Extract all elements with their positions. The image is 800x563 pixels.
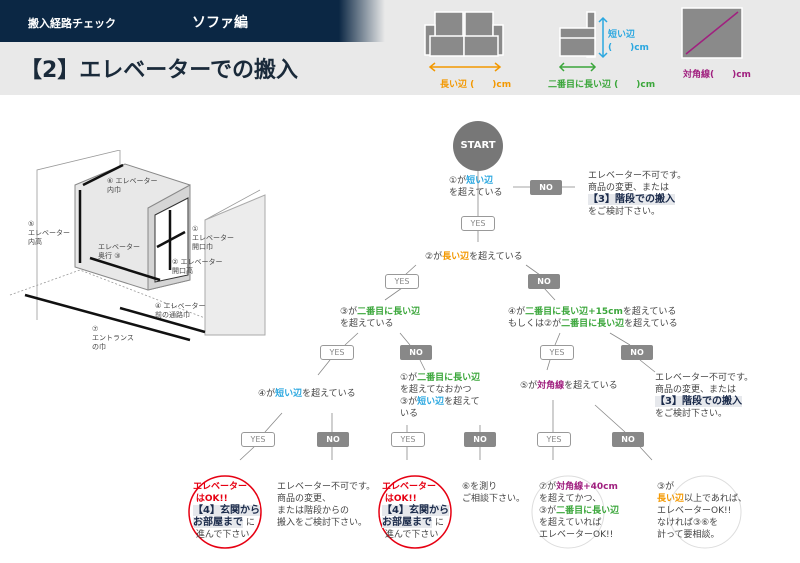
label-4: ④ エレベーター 前の通路巾: [155, 302, 206, 319]
no-label: NO: [528, 274, 560, 289]
ok-circle-1: [188, 475, 262, 549]
question-1: ①が短い辺を超えている: [449, 176, 503, 198]
sofa-top-icon: [681, 7, 743, 59]
result-ok-1: エレベーター はOK!!【4】玄関からお部屋まで に 進んで下さい: [193, 482, 260, 540]
long-side-arrow: [428, 62, 502, 72]
result-ng-3: エレベーター不可です。商品の変更、または階段からの搬入をご検討下さい。: [277, 482, 376, 528]
elevator-diagram: [9, 150, 266, 342]
no-label: NO: [464, 432, 496, 447]
result-ask: ⑥を測りご相談下さい。: [462, 482, 526, 504]
no-label: NO: [400, 345, 432, 360]
header-band: [0, 0, 385, 42]
no-label: NO: [317, 432, 349, 447]
question-4: ④が二番目に長い辺+15cmを超えているもしくは②が二番目に長い辺を超えている: [508, 307, 678, 329]
series-title: 搬入経路チェック: [28, 17, 116, 30]
short-side-label: 短い辺: [608, 30, 636, 40]
second-side-label: 二番目に長い辺 ( )cm: [548, 80, 656, 90]
result-ng-2: エレベーター不可です。商品の変更、または【3】階段での搬入をご検討下さい。: [655, 373, 754, 419]
short-side-cm: ( )cm: [608, 43, 649, 53]
yes-label: YES: [385, 274, 419, 289]
no-label: NO: [530, 180, 562, 195]
no-label: NO: [612, 432, 644, 447]
question-3: ③が二番目に長い辺を超えている: [340, 307, 421, 329]
question-7: ⑤が対角線を超えている: [520, 381, 618, 391]
category-title: ソファ編: [192, 15, 248, 31]
result-ok-2: エレベーター はOK!!【4】玄関からお部屋まで に 進んで下さい: [382, 482, 449, 540]
yes-label: YES: [461, 216, 495, 231]
yes-label: YES: [391, 432, 425, 447]
label-6: ⑥ エレベーター 内巾: [107, 177, 158, 194]
ok-circle-2: [378, 475, 452, 549]
diagonal-label: 対角線( )cm: [683, 70, 751, 80]
long-side-label: 長い辺 ( )cm: [440, 80, 512, 90]
sofa-side-icon: [559, 11, 596, 58]
sofa-dimension-icons: [424, 7, 743, 72]
second-side-arrow: [558, 62, 597, 72]
label-3: エレベーター 奥行 ③: [98, 243, 140, 260]
yes-label: YES: [537, 432, 571, 447]
yes-label: YES: [241, 432, 275, 447]
page-title: 【2】エレベーターでの搬入: [20, 58, 298, 83]
result-ng-1: エレベーター不可です。商品の変更、または【3】階段での搬入をご検討下さい。: [588, 171, 687, 217]
no-label: NO: [621, 345, 653, 360]
sofa-front-icon: [424, 11, 504, 57]
question-2: ②が長い辺を超えている: [425, 252, 523, 262]
result-consult: ③が長い辺以上であれば、エレベーターOK!!なければ③⑥を計って要相談。: [657, 482, 747, 540]
yes-label: YES: [320, 345, 354, 360]
question-5: ④が短い辺を超えている: [258, 389, 356, 399]
start-node: START: [453, 121, 503, 171]
yes-label: YES: [540, 345, 574, 360]
label-2: ② エレベーター 開口高: [172, 258, 223, 275]
short-side-arrow: [598, 16, 608, 59]
